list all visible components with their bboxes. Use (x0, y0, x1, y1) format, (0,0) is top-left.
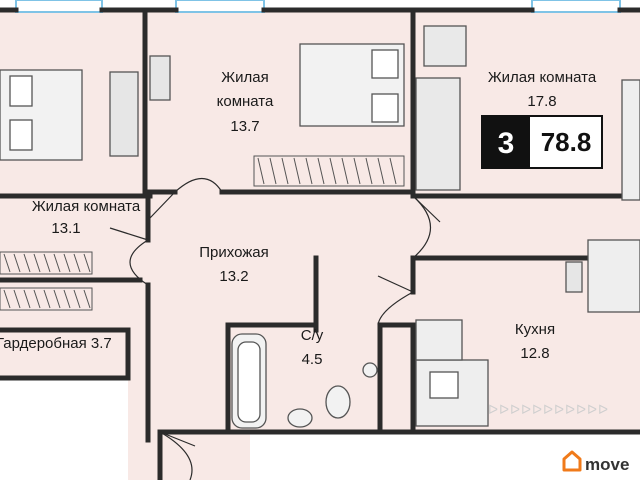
sofa (415, 77, 461, 191)
wardrobe-racks (0, 155, 405, 311)
outside-area (0, 378, 128, 480)
rooms-count: 3 (498, 127, 515, 160)
room-area-kitchen: 12.8 (520, 345, 549, 362)
room-area-hallway: 13.2 (219, 268, 248, 285)
room-label-bathroom: С/у (301, 327, 324, 344)
furniture (0, 25, 640, 429)
total-area: 78.8 (541, 127, 592, 157)
window-2 (175, 0, 265, 13)
room-area-bedroom-1: 13.7 (230, 118, 259, 135)
room-area-bedroom-2: 17.8 (527, 93, 556, 110)
room-label-bedroom-2: Жилая комната (488, 69, 597, 86)
doors (109, 177, 441, 480)
logo-text: move (585, 455, 629, 474)
watermark: ᐅᐅᐅᐅᐅᐅᐅᐅᐅᐅᐅ (488, 402, 609, 417)
room-label-bedroom-1-line2: комната (217, 93, 274, 110)
room-label-kitchen: Кухня (515, 321, 555, 338)
apartment-badge: 3 78.8 (481, 115, 603, 169)
room-label-hallway: Прихожая (199, 244, 269, 261)
walls (0, 7, 640, 480)
toilet (325, 385, 351, 419)
window-3 (531, 0, 621, 13)
room-label-bedroom-3: Жилая комната (32, 198, 141, 215)
brand-logo: move (562, 450, 629, 474)
window-1 (15, 0, 103, 13)
room-label-bedroom-1-line1: Жилая (221, 69, 268, 86)
kitchen-table (587, 239, 640, 313)
room-area-bathroom: 4.5 (302, 351, 323, 368)
room-area-bedroom-3: 13.1 (51, 220, 80, 237)
room-label-wardrobe: Гардеробная 3.7 (0, 335, 112, 352)
windows (15, 0, 621, 13)
house-icon (562, 450, 582, 472)
